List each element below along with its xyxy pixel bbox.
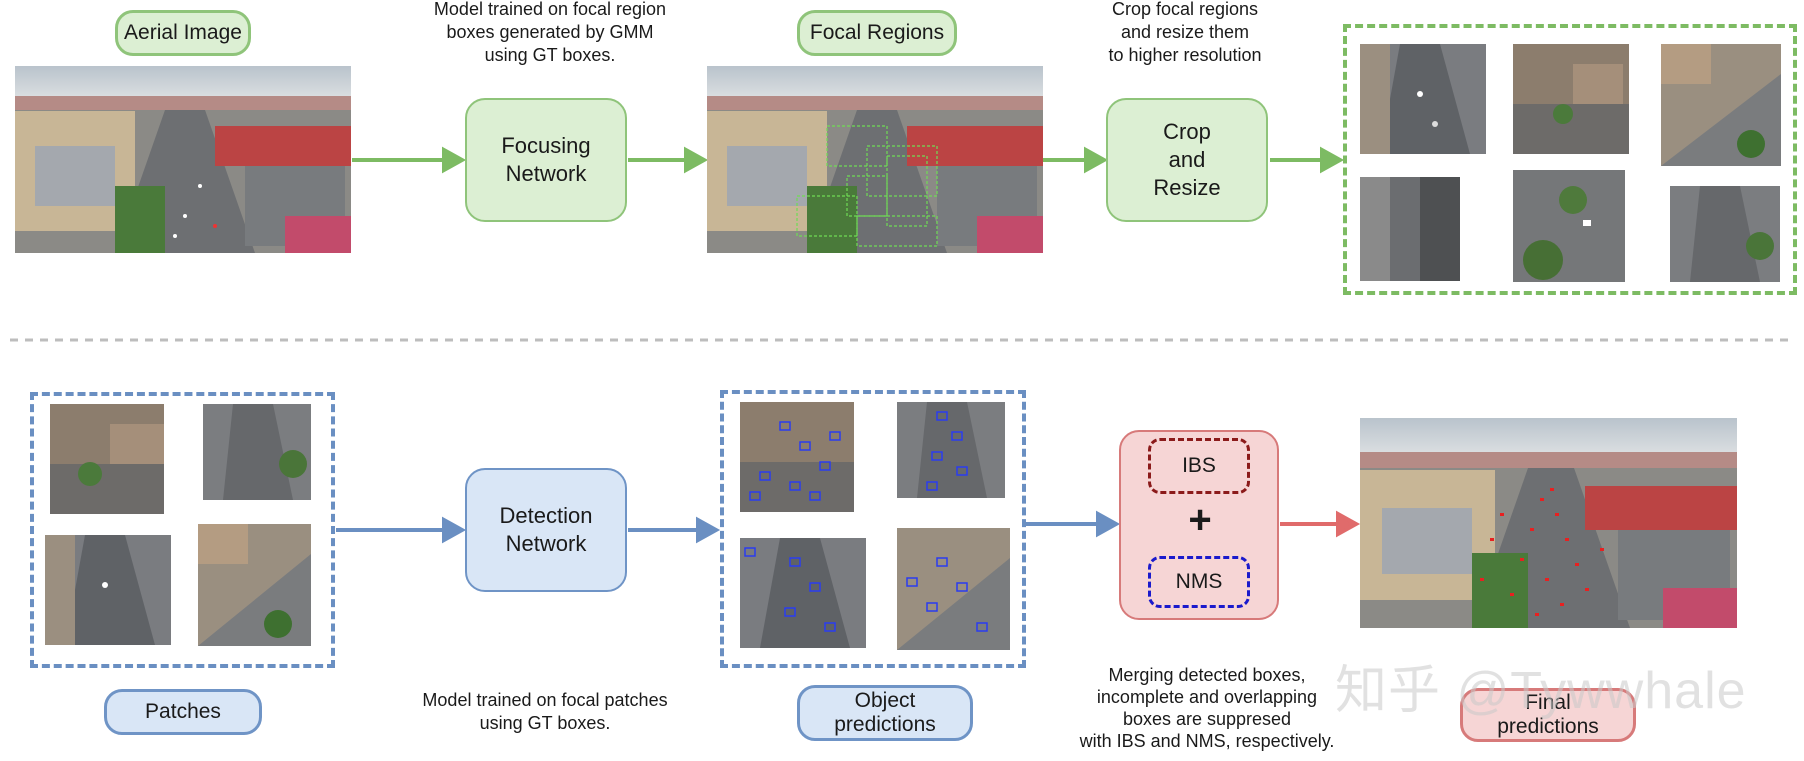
focal-regions-label: Focal Regions [797, 10, 957, 56]
detection-network-box: Detection Network [465, 468, 627, 592]
ibs-box: IBS [1148, 438, 1250, 494]
suppression-box [1119, 430, 1279, 620]
final-predictions-illustration [1360, 418, 1737, 628]
arrow-right-icon [1270, 146, 1345, 174]
plus-icon: + [1188, 498, 1212, 542]
object-predictions-label: Object predictions [797, 685, 973, 741]
patch-tile [50, 404, 164, 514]
arrow-right-icon [336, 516, 467, 544]
cropped-tile [1360, 177, 1460, 281]
patches-frame [30, 392, 335, 668]
object-predictions-frame [720, 390, 1026, 668]
focusing-caption: Model trained on focal region boxes gene… [433, 0, 667, 65]
cropped-tile [1661, 44, 1781, 166]
nms-box: NMS [1148, 556, 1250, 608]
aerial-image-illustration [15, 66, 351, 253]
prediction-tile [897, 528, 1010, 650]
prediction-tile [740, 538, 866, 648]
crop-resize-box: Crop and Resize [1106, 98, 1268, 222]
cropped-tile [1513, 170, 1625, 282]
patch-tile [198, 524, 311, 646]
arrow-right-icon [628, 146, 709, 174]
final-predictions-image [1360, 418, 1737, 628]
focusing-network-box: Focusing Network [465, 98, 627, 222]
cropped-tile [1360, 44, 1486, 154]
patch-tile [45, 535, 171, 645]
aerial-image [15, 66, 351, 253]
cropped-regions-frame [1343, 24, 1797, 295]
patch-tile [203, 404, 311, 500]
crop-caption: Crop focal regions and resize them to hi… [1108, 0, 1262, 65]
prediction-tile [897, 402, 1005, 498]
arrow-right-icon [1026, 510, 1121, 538]
detection-caption: Model trained on focal patches using GT … [422, 690, 668, 733]
merging-caption: Merging detected boxes, incomplete and o… [1079, 665, 1335, 751]
final-predictions-label: Final predictions [1460, 688, 1636, 742]
arrow-right-icon [628, 516, 721, 544]
arrow-right-icon [1280, 510, 1361, 538]
focal-regions-image [707, 66, 1043, 253]
patches-label: Patches [104, 689, 262, 735]
prediction-tile [740, 402, 854, 512]
focal-regions-illustration [707, 66, 1043, 253]
arrow-right-icon [1040, 146, 1109, 174]
watermark-text: 知乎 @Tywwhale [1335, 662, 1747, 720]
cropped-tile [1513, 44, 1629, 154]
aerial-image-label: Aerial Image [115, 10, 251, 56]
arrow-right-icon [352, 146, 467, 174]
cropped-tile [1670, 186, 1780, 282]
